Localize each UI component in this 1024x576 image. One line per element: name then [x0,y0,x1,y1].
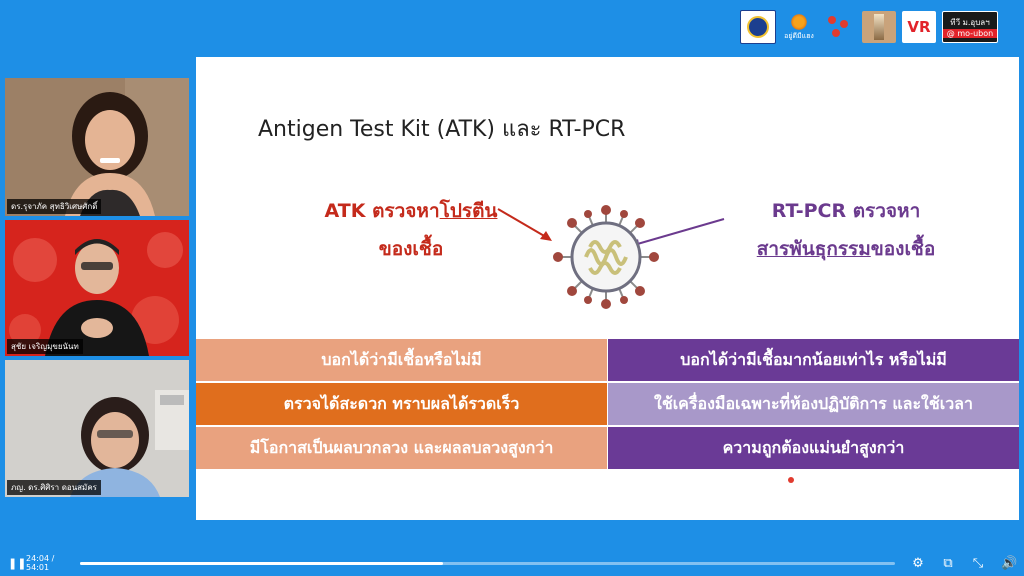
pcr-line1: RT-PCR ตรวจหา [771,200,921,222]
pip-icon[interactable]: ⧉ [943,555,953,571]
pcr-cell: ความถูกต้องแม่นยำสูงกว่า [608,427,1019,469]
sponsor-logos: อยู่ดีมีแฮง VR ทีวี ม.อุบลฯ @ mo-ubon [740,10,998,44]
atk-line1-underlined: โปรตีน [439,200,498,222]
atk-arrow-head [540,231,552,241]
pcr-line2-underlined: สารพันธุกรรม [756,238,871,260]
participant-1-image [5,78,189,216]
participant-name: สุชัย เจริญมุขยนันท [7,339,83,354]
participant-2-image [5,220,189,356]
tower-logo [862,11,896,43]
tv-channel-name: ทีวี ม.อุบลฯ [950,18,990,27]
virus-icon [553,205,659,309]
progress-fill [80,561,443,565]
table-row: มีโอกาสเป็นผลบวกลวง และผลลบลวงสูงกว่า คว… [196,427,1019,469]
participant-name: ดร.รุจาภัค สุทธิวิเศษศักดิ์ [7,199,102,214]
pcr-line2-suffix: ของเชื้อ [870,238,936,260]
settings-icon[interactable]: ⚙ [912,555,924,571]
slide-title: Antigen Test Kit (ATK) และ RT-PCR [258,117,626,142]
participant-video-3[interactable]: ภญ. ดร.ศิศิรา ดอนสมัคร [5,360,189,497]
atk-line1-prefix: ATK ตรวจหา [324,200,440,222]
playback-time: 24:04 / 54:01 [26,554,55,572]
molecule-logo [822,11,856,43]
pointer-cursor [788,477,794,483]
video-player-controls: ❚❚ 24:04 / 54:01 ⚙ ⧉ ⤡ 🔊 [0,550,1024,576]
atk-arrow [497,208,547,238]
atk-cell: ตรวจได้สะดวก ทราบผลได้รวดเร็ว [196,383,607,425]
participant-name: ภญ. ดร.ศิศิรา ดอนสมัคร [7,480,101,495]
tv-channel-logo: ทีวี ม.อุบลฯ @ mo-ubon [942,11,998,43]
comparison-table: บอกได้ว่ามีเชื้อหรือไม่มี บอกได้ว่ามีเชื… [196,339,1019,471]
pcr-cell: บอกได้ว่ามีเชื้อมากน้อยเท่าไร หรือไม่มี [608,339,1019,381]
pcr-cell: ใช้เครื่องมือเฉพาะที่ห้องปฏิบัติการ และใ… [608,383,1019,425]
logo-caption: อยู่ดีมีแฮง [784,31,814,40]
participant-video-1[interactable]: ดร.รุจาภัค สุทธิวิเศษศักดิ์ [5,78,189,216]
presentation-slide: Antigen Test Kit (ATK) และ RT-PCR ATK ตร… [196,57,1019,520]
tv-channel-handle: @ mo-ubon [943,29,997,38]
pcr-arrow [633,218,725,246]
pcr-description: RT-PCR ตรวจหา สารพันธุกรรมของเชื้อ [716,192,976,268]
atk-description: ATK ตรวจหาโปรตีน ของเชื้อ [296,192,526,268]
table-row: ตรวจได้สะดวก ทราบผลได้รวดเร็ว ใช้เครื่อง… [196,383,1019,425]
fullscreen-icon[interactable]: ⤡ [972,555,984,571]
pause-icon[interactable]: ❚❚ [8,556,27,570]
participant-3-image [5,360,189,497]
volume-icon[interactable]: 🔊 [1001,555,1018,571]
atk-cell: มีโอกาสเป็นผลบวกลวง และผลลบลวงสูงกว่า [196,427,607,469]
sun-logo: อยู่ดีมีแฮง [782,11,816,43]
table-row: บอกได้ว่ามีเชื้อหรือไม่มี บอกได้ว่ามีเชื… [196,339,1019,381]
vr-logo: VR [902,11,936,43]
participant-video-2[interactable]: สุชัย เจริญมุขยนันท [5,220,189,356]
university-logo [740,10,776,44]
atk-line2: ของเชื้อ [378,238,444,260]
progress-bar[interactable] [80,561,895,565]
atk-cell: บอกได้ว่ามีเชื้อหรือไม่มี [196,339,607,381]
